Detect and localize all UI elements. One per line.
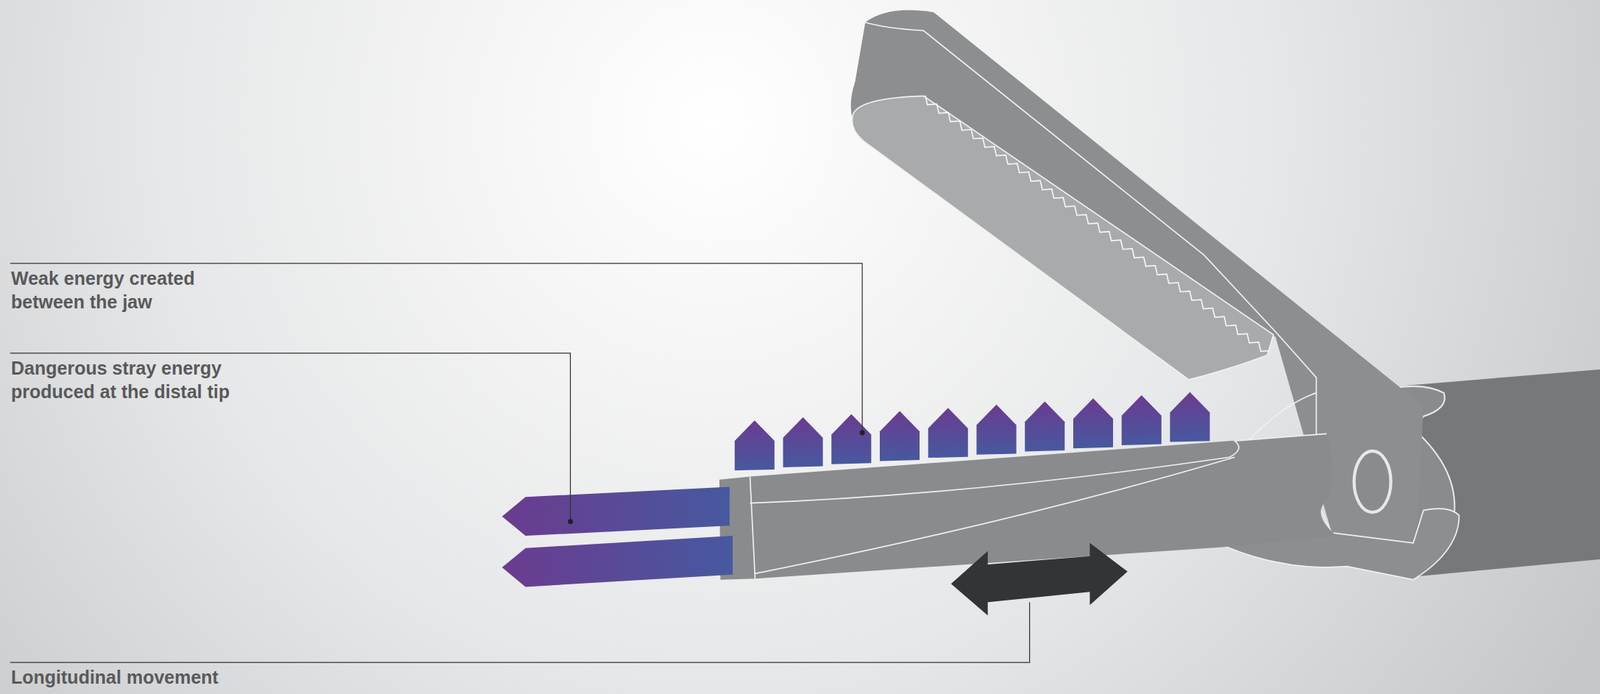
callout-label: Longitudinal movement	[11, 665, 320, 689]
energy-spike	[879, 410, 920, 461]
energy-spike	[928, 407, 969, 458]
energy-spike	[1121, 395, 1162, 446]
jaw-energy	[734, 392, 1211, 471]
callout-label: Dangerous stray energy produced at the d…	[11, 356, 291, 404]
stray-energy-prong	[501, 535, 732, 587]
leader-line	[10, 263, 863, 431]
energy-spike	[1073, 397, 1114, 448]
serration	[925, 95, 1271, 352]
pivot	[1354, 450, 1392, 512]
energy-spike	[1024, 401, 1065, 452]
energy-spike	[1169, 392, 1210, 443]
callout-label: Weak energy created between the jaw	[11, 266, 232, 314]
leader-dot	[567, 518, 574, 524]
energy-spike	[734, 420, 775, 471]
energy-spike	[976, 404, 1016, 455]
leader-dot	[859, 430, 866, 436]
upper-jaw-face	[851, 95, 1274, 380]
leader-line	[10, 601, 1030, 663]
energy-spike	[831, 414, 871, 465]
stray-energy-prong	[501, 486, 730, 536]
movement-arrow	[951, 542, 1128, 615]
energy-spike	[782, 417, 823, 468]
lower-jaw-edge	[750, 392, 1328, 579]
leader-line	[10, 353, 571, 520]
